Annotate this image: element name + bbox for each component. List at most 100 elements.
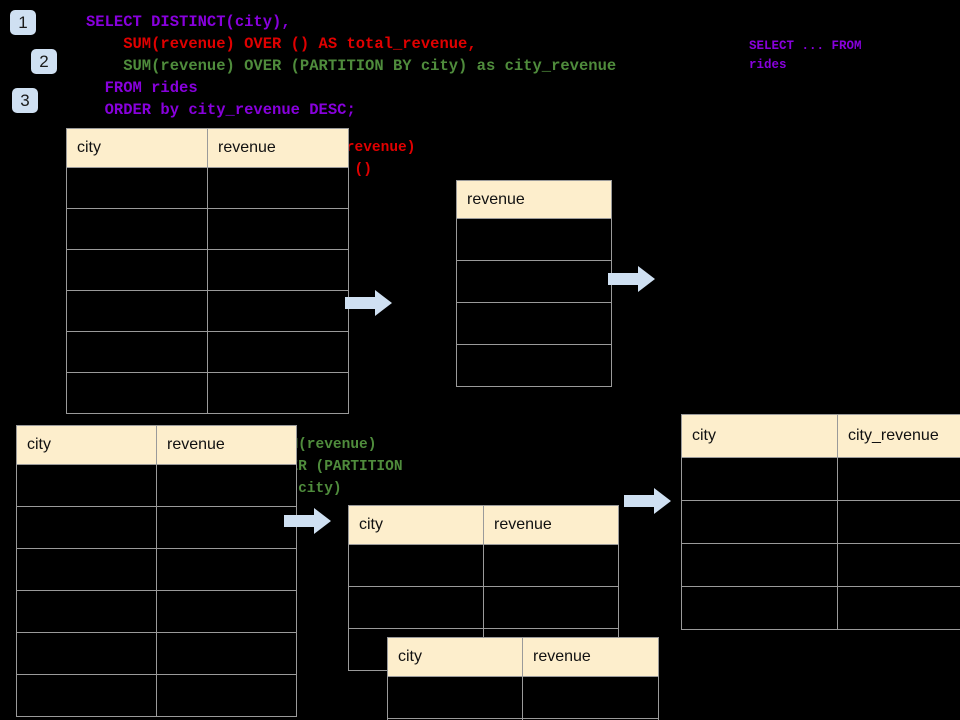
- cell-city: [348, 586, 484, 629]
- step-badge-3: 3: [12, 88, 38, 113]
- table-row: [16, 632, 297, 675]
- cell-city-revenue: [837, 586, 960, 630]
- cell-revenue: [156, 632, 297, 675]
- table-header-row: city revenue: [66, 128, 349, 168]
- cell-revenue: [483, 544, 619, 587]
- arrow-partition-to-result: [624, 487, 672, 520]
- cell-revenue: [156, 506, 297, 549]
- arrow-source-to-total: [345, 289, 393, 322]
- cell-revenue: [483, 586, 619, 629]
- cell-city: [66, 208, 208, 250]
- cell-revenue: [207, 290, 349, 332]
- column-header-revenue: revenue: [207, 128, 349, 168]
- column-header-city-revenue: city_revenue: [837, 414, 960, 458]
- arrow-total-to-result: [608, 265, 656, 298]
- cell-city-revenue: [837, 543, 960, 587]
- cell-city: [348, 544, 484, 587]
- table-row: [681, 543, 960, 587]
- table-row: [387, 676, 659, 719]
- table-row: [66, 167, 349, 209]
- column-header-revenue: revenue: [483, 505, 619, 545]
- column-header-city: city: [16, 425, 157, 465]
- cell-city: [16, 632, 157, 675]
- cell-city: [16, 548, 157, 591]
- cell-revenue: [207, 167, 349, 209]
- table-row: [387, 718, 659, 720]
- sql-line-city-revenue: SUM(revenue) OVER (PARTITION BY city) as…: [86, 57, 617, 75]
- table-row: [16, 506, 297, 549]
- table-header-row: city city_revenue: [681, 414, 960, 458]
- cell-city: [16, 674, 157, 717]
- table-header-row: revenue: [456, 180, 612, 219]
- column-header-revenue: revenue: [156, 425, 297, 465]
- table-row: [66, 290, 349, 332]
- column-header-revenue: revenue: [522, 637, 659, 677]
- table-source-top: city revenue: [66, 128, 349, 414]
- cell-city-revenue: [837, 500, 960, 544]
- table-partition-back: city revenue: [348, 505, 619, 671]
- cell-city: [681, 543, 838, 587]
- cell-city: [387, 676, 523, 719]
- table-row: [66, 208, 349, 250]
- cell-city: [66, 331, 208, 373]
- cell-city: [681, 500, 838, 544]
- cell-revenue: [207, 208, 349, 250]
- table-row: [456, 344, 612, 387]
- sql-side-note: SELECT ... FROM rides: [749, 39, 862, 72]
- cell-revenue: [456, 260, 612, 303]
- table-source-bottom: city revenue: [16, 425, 297, 717]
- cell-city: [681, 457, 838, 501]
- cell-city: [16, 464, 157, 507]
- sql-line-select: SELECT DISTINCT(city),: [86, 13, 291, 31]
- table-header-row: city revenue: [348, 505, 619, 545]
- cell-city: [66, 167, 208, 209]
- cell-revenue: [156, 674, 297, 717]
- table-result: city city_revenue: [681, 414, 960, 630]
- column-header-city: city: [681, 414, 838, 458]
- table-row: [456, 218, 612, 261]
- cell-revenue: [522, 676, 659, 719]
- cell-city: [681, 586, 838, 630]
- table-row: [681, 586, 960, 630]
- cell-revenue: [156, 548, 297, 591]
- table-row: [348, 586, 619, 629]
- sql-line-from: FROM rides: [86, 79, 198, 97]
- cell-city: [16, 506, 157, 549]
- sql-line-order-by: ORDER by city_revenue DESC;: [86, 101, 356, 119]
- table-row: [16, 590, 297, 633]
- cell-revenue: [522, 718, 659, 720]
- cell-revenue: [207, 372, 349, 414]
- table-row: [16, 464, 297, 507]
- table-total-revenue: revenue: [456, 180, 612, 387]
- sql-line-total-revenue: SUM(revenue) OVER () AS total_revenue,: [86, 35, 477, 53]
- table-row: [16, 548, 297, 591]
- table-header-row: city revenue: [387, 637, 659, 677]
- table-row: [348, 544, 619, 587]
- cell-city: [16, 590, 157, 633]
- table-row: [66, 249, 349, 291]
- cell-city: [66, 372, 208, 414]
- cell-revenue: [456, 218, 612, 261]
- table-row: [66, 331, 349, 373]
- table-row: [66, 372, 349, 414]
- cell-revenue: [456, 344, 612, 387]
- column-header-revenue: revenue: [456, 180, 612, 219]
- arrow-source-to-partition: [284, 507, 332, 540]
- table-row: [681, 500, 960, 544]
- table-row: [456, 302, 612, 345]
- cell-revenue: [456, 302, 612, 345]
- table-row: [16, 674, 297, 717]
- column-header-city: city: [387, 637, 523, 677]
- cell-city: [66, 249, 208, 291]
- cell-city-revenue: [837, 457, 960, 501]
- cell-revenue: [156, 590, 297, 633]
- table-header-row: city revenue: [16, 425, 297, 465]
- table-row: [681, 457, 960, 501]
- cell-revenue: [207, 249, 349, 291]
- cell-city: [66, 290, 208, 332]
- column-header-city: city: [66, 128, 208, 168]
- table-partition-front: city revenue: [387, 637, 659, 720]
- step-badge-2: 2: [31, 49, 57, 74]
- column-header-city: city: [348, 505, 484, 545]
